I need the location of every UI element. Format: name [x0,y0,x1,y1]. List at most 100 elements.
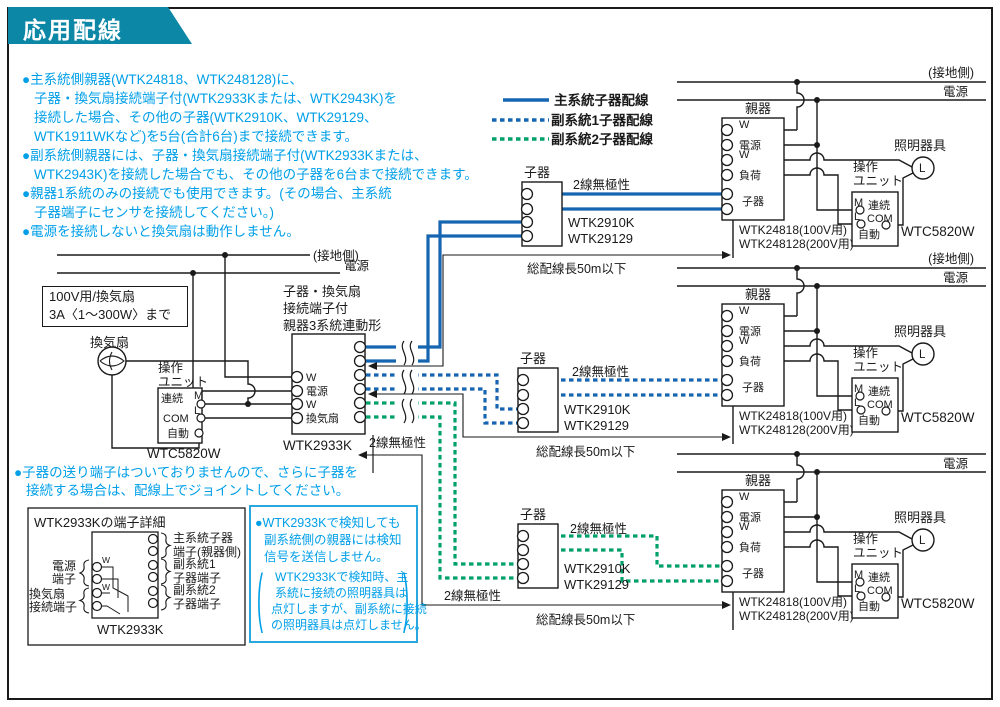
note-line: ●電源を接続しないと換気扇は動作しません。 [22,224,300,239]
note-line: 子器・換気扇接続端子付(WTK2933Kまたは、WTK2943K)を [34,91,398,106]
measure-arrow-right-icon [722,601,731,609]
fan-blades-icon [99,351,125,371]
auto-label: 自動 [858,413,880,427]
auto-label: 自動 [858,599,880,613]
center-label-1: 子器・換気扇 [283,284,361,299]
measurement-lines [367,254,722,606]
left-ground-label: (接地側) [313,248,359,263]
terminal [520,187,534,201]
two-wire-label: 2線無極性 [572,364,629,379]
terminal [516,543,530,557]
info-line: 副系統側の親器には検知 [264,533,402,547]
measure-arrow-left-icon [368,362,377,370]
terminal [516,402,530,416]
op-unit-model: WTC5820W [901,224,975,239]
l-label: L [854,583,860,595]
child-model-2: WTK29129 [564,577,629,592]
child-model-2: WTK29129 [564,418,629,433]
child-device-3: 子器 2線無極性 WTK2910K WTK29129 2線無極性 [444,507,631,603]
center-label-2: 接続端子付 [283,301,348,316]
terminal [353,368,367,382]
w-label: W [306,399,317,411]
terminal [516,373,530,387]
mid-note: ●子器の送り端子はついておりませんので、さらに子器を 接続する場合は、配線上でジ… [14,464,358,500]
l-label: L [854,397,860,409]
ground-label: (接地側) [928,251,974,266]
note-line: WTK2943K)を接続した場合でも、その他の子器を6台まで接続できます。 [34,167,478,182]
terminal-detail-box: WTK2933Kの端子詳細 W W 電源 端子 換気扇 接続端子 主系統子器 端… [27,507,246,646]
center-label-3: 親器3系統連動形 [283,318,381,333]
detail-right-label: 子器端子 [173,597,221,611]
legend: 主系統子器配線 副系統1子器配線 副系統2子器配線 [492,92,654,147]
terminal [520,229,534,243]
op-unit-label-2: ユニット [853,174,903,188]
terminal [353,396,367,410]
terminal [290,397,304,411]
power-label: 電源 [306,384,328,398]
w-label: W [739,149,750,161]
parent-model-200v: WTK248128(200V用) [739,237,854,251]
terminal [290,384,304,398]
fan-label: 換気扇 [90,335,129,350]
fan-spec-box: 100V用/換気扇 3A〈1〜300W〉まで [42,286,188,327]
op-unit-model: WTC5820W [147,446,221,461]
load-label: 負荷 [739,169,761,182]
terminal [196,399,206,409]
brace-icon [160,584,172,611]
parent-box [721,117,785,221]
total-length-label-2: 総配線長50m以下 [536,444,635,459]
note-line: 接続した場合、その他の子器(WTK2910K、WTK29129、 [34,110,378,125]
junction-dot [190,270,196,276]
cont-label: 連続 [868,198,890,212]
detail-right-label: 副系統1 [173,557,216,571]
lamp-label: 照明器具 [894,510,946,525]
power-label: 電源 [943,271,969,285]
fan-terminal-label: 換気扇 [306,411,339,425]
terminal [196,413,206,423]
detail-right-label: 副系統2 [173,583,216,597]
detail-left-label: 接続端子 [29,599,77,614]
fan-icon [97,346,127,376]
lamp-icon [911,528,935,552]
open-paren-icon: ( [257,561,263,634]
wire-break-icon [401,369,415,395]
w-label: W [102,555,110,565]
legend-main-label: 主系統子器配線 [554,92,649,108]
wtk2933k-model: WTK2933K [283,438,352,453]
power-label: 電源 [739,324,761,338]
power-label: 電源 [943,85,969,99]
terminal [290,370,304,384]
load-label: 負荷 [739,355,761,368]
child-model-2: WTK29129 [568,231,633,246]
com-label: COM [163,413,189,425]
terminal [516,571,530,585]
terminal [194,428,204,438]
measure-arrow-right-icon [722,251,731,259]
parent-model-100v: WTK24818(100V用) [739,409,847,423]
w-label: W [739,119,750,131]
parent-label: 親器 [745,287,771,302]
w-label: W [102,582,110,592]
detail-unit-box [91,531,159,619]
fan-spec-line: 3A〈1〜300W〉まで [49,307,172,322]
op-unit-box [851,191,899,247]
terminal [516,557,530,571]
power-label: 電源 [943,457,969,471]
terminal [520,215,534,229]
terminal [290,411,304,425]
ground-label: (接地側) [928,65,974,80]
detail-box-border [27,507,246,646]
terminal [353,382,367,396]
total-length-label-3: 総配線長50m以下 [536,612,635,627]
op-unit-label-1: 操作 [853,531,879,546]
terminal [353,354,367,368]
total-length-label-1: 総配線長50m以下 [527,261,626,276]
detail-right-label: 端子(親器側) [173,545,241,559]
child-model-1: WTK2910K [564,561,631,576]
two-wire-label: 2線無極性 [369,435,426,450]
parent-model-100v: WTK24818(100V用) [739,223,847,237]
terminal [516,529,530,543]
lamp-label: 照明器具 [894,138,946,153]
note-line: ●子器の送り端子はついておりませんので、さらに子器を [14,465,358,480]
